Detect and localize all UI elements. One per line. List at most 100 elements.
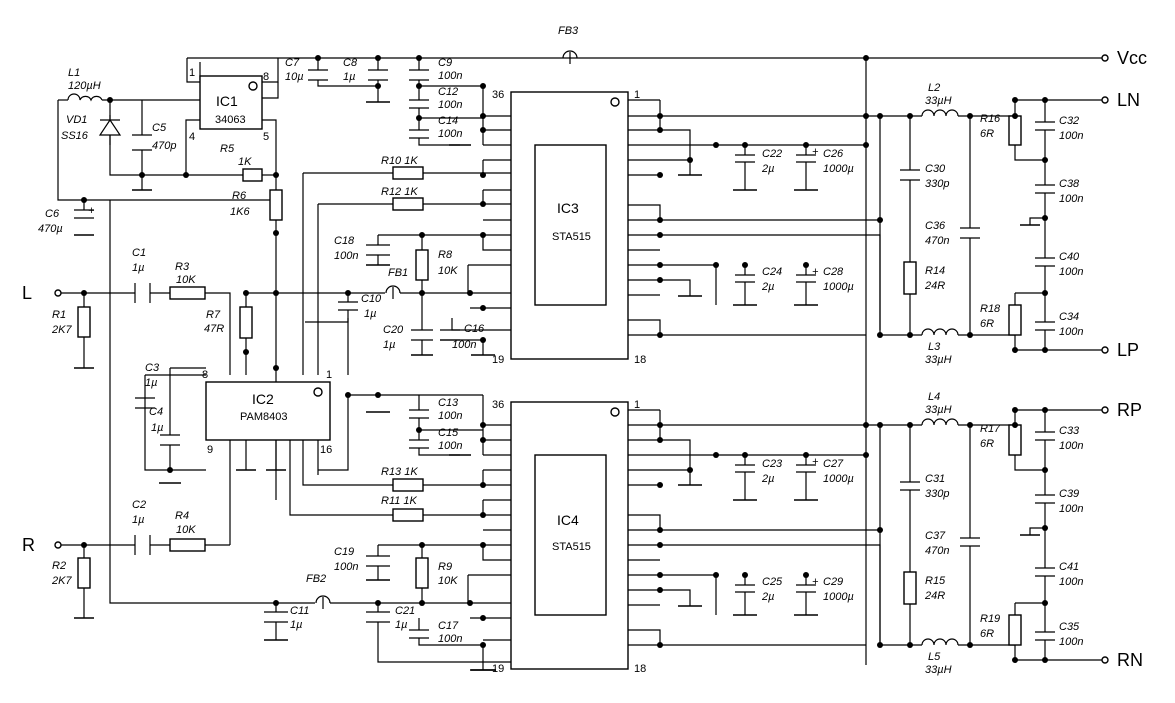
c41-value: 100n (1059, 576, 1083, 588)
c26-value: 1000µ (823, 163, 854, 175)
l1-value: 120µH (68, 80, 101, 92)
c22-label: C22 (762, 148, 782, 160)
c23-value: 2µ (761, 473, 774, 485)
ic1-name: IC1 (216, 93, 238, 109)
r14-label: R14 (925, 265, 945, 277)
lp-label: LP (1117, 340, 1139, 360)
r8-label: R8 (438, 249, 453, 261)
r13-label: R13 1K (381, 466, 418, 478)
c9-label: C9 (438, 57, 452, 69)
ic2-pin1: 1 (326, 369, 332, 381)
l3-label: L3 (928, 341, 941, 353)
ferrite-beads (315, 50, 578, 609)
r1-label: R1 (52, 309, 66, 321)
c6-value: 470µ (38, 223, 63, 235)
ic3-part: STA515 (552, 231, 591, 243)
c25-label: C25 (762, 576, 783, 588)
r17-value: 6R (980, 438, 994, 450)
c38-value: 100n (1059, 193, 1083, 205)
ic2-part: PAM8403 (240, 411, 288, 423)
ic2-pin8: 8 (202, 369, 208, 381)
c35-label: C35 (1059, 621, 1080, 633)
ic1-pin1: 1 (189, 67, 195, 79)
wiring (57, 57, 1105, 670)
c18-label: C18 (334, 235, 355, 247)
c38-label: C38 (1059, 178, 1080, 190)
c36-value: 470n (925, 235, 949, 247)
c21-value: 1µ (395, 619, 407, 631)
c1-label: C1 (132, 247, 146, 259)
vd1-label: VD1 (66, 114, 87, 126)
c18-value: 100n (334, 250, 358, 262)
c33-label: C33 (1059, 425, 1080, 437)
c34-label: C34 (1059, 311, 1079, 323)
c41-label: C41 (1059, 561, 1079, 573)
c15-label: C15 (438, 427, 459, 439)
c16-value: 100n (452, 339, 476, 351)
ic1-body (199, 75, 263, 130)
fb1-label: FB1 (388, 267, 408, 279)
r10-label: R10 1K (381, 155, 418, 167)
l5-value: 33µH (925, 664, 952, 676)
c14-value: 100n (438, 128, 462, 140)
junction-dots (81, 55, 1048, 663)
c29-value: 1000µ (823, 591, 854, 603)
l3-value: 33µH (925, 354, 952, 366)
r19-label: R19 (980, 613, 1000, 625)
ic2-pin16: 16 (320, 444, 332, 456)
r5-value: 1K (238, 156, 252, 168)
l2-value: 33µH (925, 95, 952, 107)
c33-value: 100n (1059, 440, 1083, 452)
r18-value: 6R (980, 318, 994, 330)
c32-value: 100n (1059, 130, 1083, 142)
c20-value: 1µ (383, 339, 395, 351)
c20-label: C20 (383, 324, 404, 336)
c28-value: 1000µ (823, 281, 854, 293)
c2-label: C2 (132, 499, 146, 511)
ic4-part: STA515 (552, 541, 591, 553)
r11-label: R11 1K (381, 495, 418, 507)
c4-value: 1µ (151, 422, 163, 434)
c5-label: C5 (152, 122, 167, 134)
r6-value: 1K6 (230, 206, 250, 218)
vd1-value: SS16 (61, 130, 89, 142)
c11-label: C11 (290, 605, 309, 617)
r16-label: R16 (980, 113, 1001, 125)
r6-label: R6 (232, 190, 247, 202)
c27-value: 1000µ (823, 473, 854, 485)
c21-label: C21 (395, 605, 415, 617)
ic2-body (205, 381, 331, 441)
r8-value: 10K (438, 265, 458, 277)
c17-value: 100n (438, 633, 462, 645)
c13-value: 100n (438, 410, 462, 422)
c35-value: 100n (1059, 636, 1083, 648)
c11-value: 1µ (290, 619, 302, 631)
c7-value: 10µ (285, 71, 304, 83)
c13-label: C13 (438, 397, 459, 409)
c39-value: 100n (1059, 503, 1083, 515)
c26-label: C26 (823, 148, 844, 160)
c24-value: 2µ (761, 281, 774, 293)
c36-label: C36 (925, 220, 946, 232)
ic3-pin18: 18 (634, 354, 646, 366)
ic1-pin4: 4 (189, 131, 195, 143)
ic3-pin19: 19 (492, 354, 504, 366)
ic4-pin1: 1 (634, 399, 640, 411)
r12-label: R12 1K (381, 186, 418, 198)
r1-value: 2K7 (51, 324, 72, 336)
c31-label: C31 (925, 473, 945, 485)
rp-label: RP (1117, 400, 1142, 420)
r14-value: 24R (924, 280, 945, 292)
fb3-label: FB3 (558, 25, 579, 37)
ic2-name: IC2 (252, 391, 274, 407)
svg-text:+: + (812, 576, 819, 588)
c39-label: C39 (1059, 488, 1079, 500)
ic4-body (510, 401, 629, 670)
c25-value: 2µ (761, 591, 774, 603)
terminals (54, 54, 1109, 664)
l4-value: 33µH (925, 404, 952, 416)
r2-value: 2K7 (51, 575, 72, 587)
capacitors (74, 62, 1055, 641)
ic1-part: 34063 (215, 114, 246, 126)
